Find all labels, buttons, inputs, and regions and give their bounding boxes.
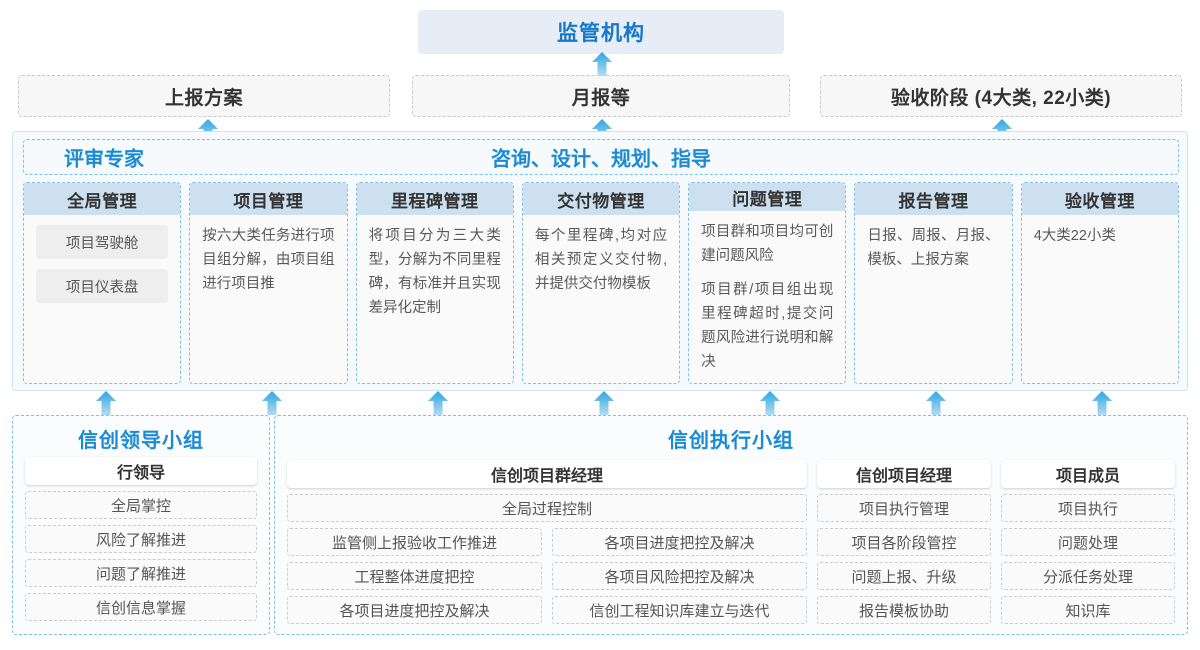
role-item[interactable]: 报告模板协助 bbox=[817, 596, 991, 624]
role-header-project-manager[interactable]: 信创项目经理 bbox=[817, 460, 991, 488]
column-paragraph: 将项目分为三大类型，分解为不同里程碑，有标准并且实现差异化定制 bbox=[368, 228, 501, 316]
role-item[interactable]: 信创工程知识库建立与迭代 bbox=[552, 596, 807, 624]
exec-group-panel: 信创执行小组 信创项目群经理 全局过程控制 监管侧上报验收工作推进 工程整体进度… bbox=[274, 415, 1188, 635]
column-title: 交付物管理 bbox=[522, 183, 680, 215]
capability-column-milestone[interactable]: 里程碑管理 将项目分为三大类型，分解为不同里程碑，有标准并且实现差异化定制 bbox=[355, 182, 514, 384]
leading-group-panel: 信创领导小组 行领导 全局掌控 风险了解推进 问题了解推进 信创信息掌握 bbox=[12, 415, 270, 635]
role-item[interactable]: 项目各阶段管控 bbox=[817, 528, 991, 556]
arrow-up-column-4 bbox=[594, 391, 614, 415]
expert-panel: 评审专家 咨询、设计、规划、指导 全局管理 项目驾驶舱 项目仪表盘 项目管理 按… bbox=[12, 131, 1188, 391]
regulator-box: 监管机构 bbox=[418, 10, 784, 54]
program-manager-two-columns: 监管侧上报验收工作推进 工程整体进度把控 各项目进度把控及解决 各项目进度把控及… bbox=[287, 528, 807, 624]
role-item[interactable]: 全局过程控制 bbox=[287, 494, 807, 522]
program-manager-right-column: 各项目进度把控及解决 各项目风险把控及解决 信创工程知识库建立与迭代 bbox=[552, 528, 807, 624]
column-body: 每个里程碑,均对应相关预定义交付物,并提供交付物模板 bbox=[523, 215, 679, 383]
role-item[interactable]: 风险了解推进 bbox=[25, 525, 257, 553]
role-item[interactable]: 工程整体进度把控 bbox=[287, 562, 542, 590]
report-box-monthly: 月报等 bbox=[412, 75, 790, 117]
leading-group-title: 信创领导小组 bbox=[78, 430, 204, 452]
column-title: 项目管理 bbox=[190, 183, 347, 215]
column-body: 按六大类任务进行项目组分解，由项目组进行项目推 bbox=[190, 215, 346, 383]
column-paragraph: 项目群和项目均可创建问题风险 bbox=[701, 224, 834, 265]
expert-panel-label-left: 评审专家 bbox=[64, 148, 144, 171]
arrow-up-column-1 bbox=[96, 391, 116, 415]
column-title: 里程碑管理 bbox=[356, 183, 513, 215]
column-body: 4大类22小类 bbox=[1022, 215, 1178, 383]
column-body: 项目驾驶舱 项目仪表盘 bbox=[24, 215, 180, 383]
role-item[interactable]: 项目执行管理 bbox=[817, 494, 991, 522]
column-title: 全局管理 bbox=[24, 183, 181, 215]
exec-group-title: 信创执行小组 bbox=[668, 430, 794, 452]
role-header-bank-leader[interactable]: 行领导 bbox=[25, 457, 257, 485]
role-header-project-member[interactable]: 项目成员 bbox=[1001, 460, 1175, 488]
column-title: 问题管理 bbox=[689, 183, 846, 212]
capability-column-report[interactable]: 报告管理 日报、周报、月报、模板、上报方案 bbox=[854, 182, 1013, 384]
column-paragraph: 按六大类任务进行项目组分解，由项目组进行项目推 bbox=[202, 228, 335, 292]
arrow-up-column-5 bbox=[760, 391, 780, 415]
leading-group-card: 行领导 全局掌控 风险了解推进 问题了解推进 信创信息掌握 bbox=[13, 457, 269, 631]
capability-column-acceptance[interactable]: 验收管理 4大类22小类 bbox=[1020, 182, 1179, 384]
capability-column-project[interactable]: 项目管理 按六大类任务进行项目组分解，由项目组进行项目推 bbox=[189, 182, 348, 384]
arrow-up-column-6 bbox=[926, 391, 946, 415]
pill-item[interactable]: 项目仪表盘 bbox=[36, 269, 169, 303]
report-box-upload-plan: 上报方案 bbox=[18, 75, 390, 117]
arrow-up-column-3 bbox=[428, 391, 448, 415]
arrow-up-column-2 bbox=[262, 391, 282, 415]
role-item[interactable]: 各项目进度把控及解决 bbox=[552, 528, 807, 556]
role-item[interactable]: 问题上报、升级 bbox=[817, 562, 991, 590]
report-box-acceptance: 验收阶段 (4大类, 22小类) bbox=[820, 75, 1182, 117]
expert-panel-header: 评审专家 咨询、设计、规划、指导 bbox=[23, 139, 1179, 175]
arrow-up-column-7 bbox=[1092, 391, 1112, 415]
program-manager-left-column: 监管侧上报验收工作推进 工程整体进度把控 各项目进度把控及解决 bbox=[287, 528, 542, 624]
column-paragraph: 每个里程碑,均对应相关预定义交付物,并提供交付物模板 bbox=[534, 228, 668, 292]
column-paragraph: 项目群/项目组出现里程碑超时,提交问题风险进行说明和解决 bbox=[701, 282, 834, 371]
capability-column-global[interactable]: 全局管理 项目驾驶舱 项目仪表盘 bbox=[23, 182, 182, 384]
role-item[interactable]: 各项目风险把控及解决 bbox=[552, 562, 807, 590]
role-item[interactable]: 知识库 bbox=[1001, 596, 1175, 624]
role-item[interactable]: 信创信息掌握 bbox=[25, 593, 257, 621]
capability-column-deliverable[interactable]: 交付物管理 每个里程碑,均对应相关预定义交付物,并提供交付物模板 bbox=[521, 182, 681, 384]
column-body: 将项目分为三大类型，分解为不同里程碑，有标准并且实现差异化定制 bbox=[357, 215, 513, 383]
capability-column-issue[interactable]: 问题管理 项目群和项目均可创建问题风险 项目群/项目组出现里程碑超时,提交问题风… bbox=[688, 182, 847, 384]
column-title: 验收管理 bbox=[1021, 183, 1178, 215]
role-item[interactable]: 全局掌控 bbox=[25, 491, 257, 519]
capability-columns: 全局管理 项目驾驶舱 项目仪表盘 项目管理 按六大类任务进行项目组分解，由项目组… bbox=[23, 182, 1179, 384]
project-manager-card: 信创项目经理 项目执行管理 项目各阶段管控 问题上报、升级 报告模板协助 bbox=[817, 460, 991, 624]
role-item[interactable]: 各项目进度把控及解决 bbox=[287, 596, 542, 624]
project-member-card: 项目成员 项目执行 问题处理 分派任务处理 知识库 bbox=[1001, 460, 1175, 624]
expert-panel-label-right: 咨询、设计、规划、指导 bbox=[491, 148, 711, 171]
role-item[interactable]: 分派任务处理 bbox=[1001, 562, 1175, 590]
arrow-up-to-regulator bbox=[592, 52, 612, 76]
role-item[interactable]: 问题处理 bbox=[1001, 528, 1175, 556]
role-item[interactable]: 项目执行 bbox=[1001, 494, 1175, 522]
role-item[interactable]: 监管侧上报验收工作推进 bbox=[287, 528, 542, 556]
column-paragraph: 4大类22小类 bbox=[1033, 228, 1116, 244]
role-item[interactable]: 问题了解推进 bbox=[25, 559, 257, 587]
column-paragraph: 日报、周报、月报、模板、上报方案 bbox=[867, 228, 1000, 268]
program-manager-card: 信创项目群经理 全局过程控制 监管侧上报验收工作推进 工程整体进度把控 各项目进… bbox=[287, 460, 807, 624]
column-body: 项目群和项目均可创建问题风险 项目群/项目组出现里程碑超时,提交问题风险进行说明… bbox=[689, 211, 845, 383]
report-row: 上报方案 月报等 验收阶段 (4大类, 22小类) bbox=[0, 75, 1200, 117]
pill-item[interactable]: 项目驾驶舱 bbox=[36, 225, 169, 259]
column-title: 报告管理 bbox=[855, 183, 1012, 215]
role-header-program-manager[interactable]: 信创项目群经理 bbox=[287, 460, 807, 488]
exec-group-columns: 信创项目群经理 全局过程控制 监管侧上报验收工作推进 工程整体进度把控 各项目进… bbox=[287, 460, 1175, 624]
column-body: 日报、周报、月报、模板、上报方案 bbox=[855, 215, 1011, 383]
